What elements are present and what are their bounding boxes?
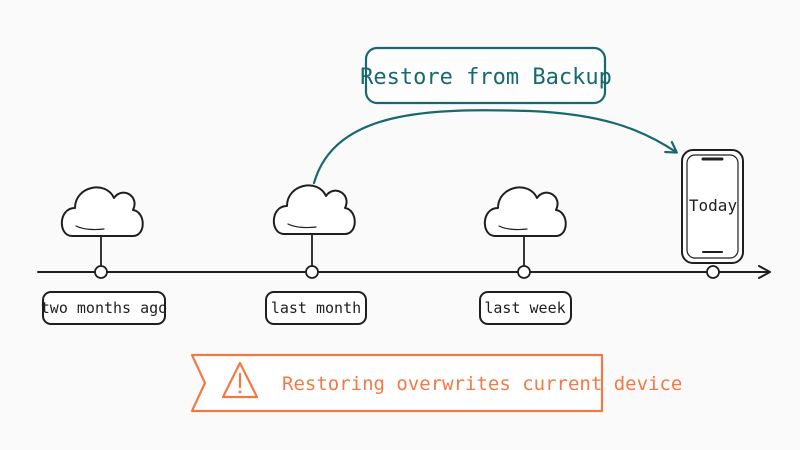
cloud-icon — [483, 186, 567, 237]
timeline-marker — [517, 265, 531, 279]
timeline-label: two months ago — [41, 299, 167, 317]
cloud-icon — [272, 184, 356, 235]
timeline-point-last-week: last week — [479, 186, 572, 325]
timeline-label: last month — [271, 299, 361, 317]
timeline-point-two-months-ago: two months ago — [41, 186, 167, 325]
timeline-marker — [94, 265, 108, 279]
restore-arrow — [312, 109, 676, 185]
today-label: Today — [689, 196, 738, 215]
cloud-icon — [60, 186, 144, 237]
restore-label-box: Restore from Backup — [360, 46, 612, 105]
warning-banner: Restoring overwrites current device — [190, 353, 682, 413]
timeline-label: last week — [484, 299, 565, 317]
timeline-marker — [305, 265, 319, 279]
warning-icon — [221, 361, 259, 399]
timeline-point-today: Today — [681, 149, 744, 279]
phone-icon — [681, 149, 744, 264]
warning-text: Restoring overwrites current device — [282, 373, 682, 395]
timeline-marker — [706, 265, 720, 279]
restore-label: Restore from Backup — [360, 65, 612, 90]
timeline-axis — [37, 265, 771, 279]
timeline-point-last-month: last month — [265, 184, 367, 325]
